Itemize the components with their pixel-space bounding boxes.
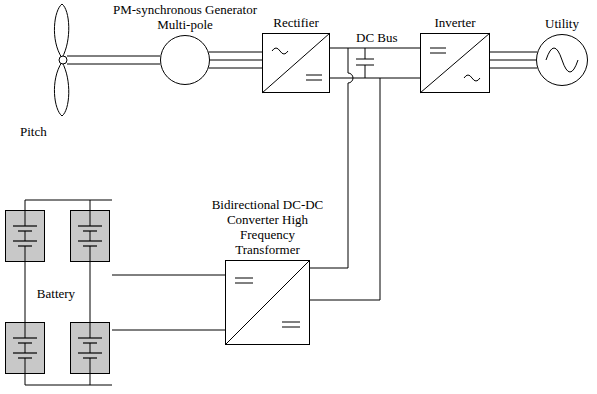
node-label: Utility [532, 16, 592, 31]
wire [112, 275, 225, 276]
node-label: Battery [0, 285, 112, 300]
shape-outline [225, 260, 310, 345]
wire [490, 52, 537, 53]
wire-connector [330, 48, 420, 78]
wire [209, 68, 262, 69]
wire-connector [490, 52, 537, 68]
battery-bank: Battery [0, 200, 112, 385]
shape-outline [262, 33, 330, 93]
wire [210, 60, 262, 61]
utility-source: Utility [536, 34, 588, 86]
rectifier-box: Rectifier [262, 33, 330, 93]
wire [330, 48, 420, 49]
wire [330, 78, 420, 79]
pitch-label: Pitch [20, 124, 47, 139]
wire [490, 60, 536, 61]
node-label: Inverter [410, 15, 500, 30]
shape-outline [536, 34, 588, 86]
wire-connector [209, 52, 262, 68]
wire [490, 68, 537, 69]
node-label: Bidirectional DC-DC Converter High Frequ… [207, 197, 329, 257]
wire [209, 52, 262, 53]
capacitor-symbol [356, 48, 374, 78]
wire-connector [112, 275, 225, 330]
shaft [67, 56, 160, 64]
shape-outline [420, 33, 490, 93]
bus-label: DC Bus [356, 30, 398, 45]
shape-outline [160, 35, 210, 85]
inverter-box: Inverter [420, 33, 490, 93]
wire [112, 330, 225, 331]
dc-dc-converter-box: Bidirectional DC-DC Converter High Frequ… [225, 260, 310, 345]
turbine-rotor [54, 4, 68, 116]
node-label: Rectifier [251, 15, 341, 30]
generator-circle: PM-synchronous Generator Multi-pole [160, 35, 210, 85]
node-label: PM-synchronous Generator Multi-pole [100, 2, 270, 32]
